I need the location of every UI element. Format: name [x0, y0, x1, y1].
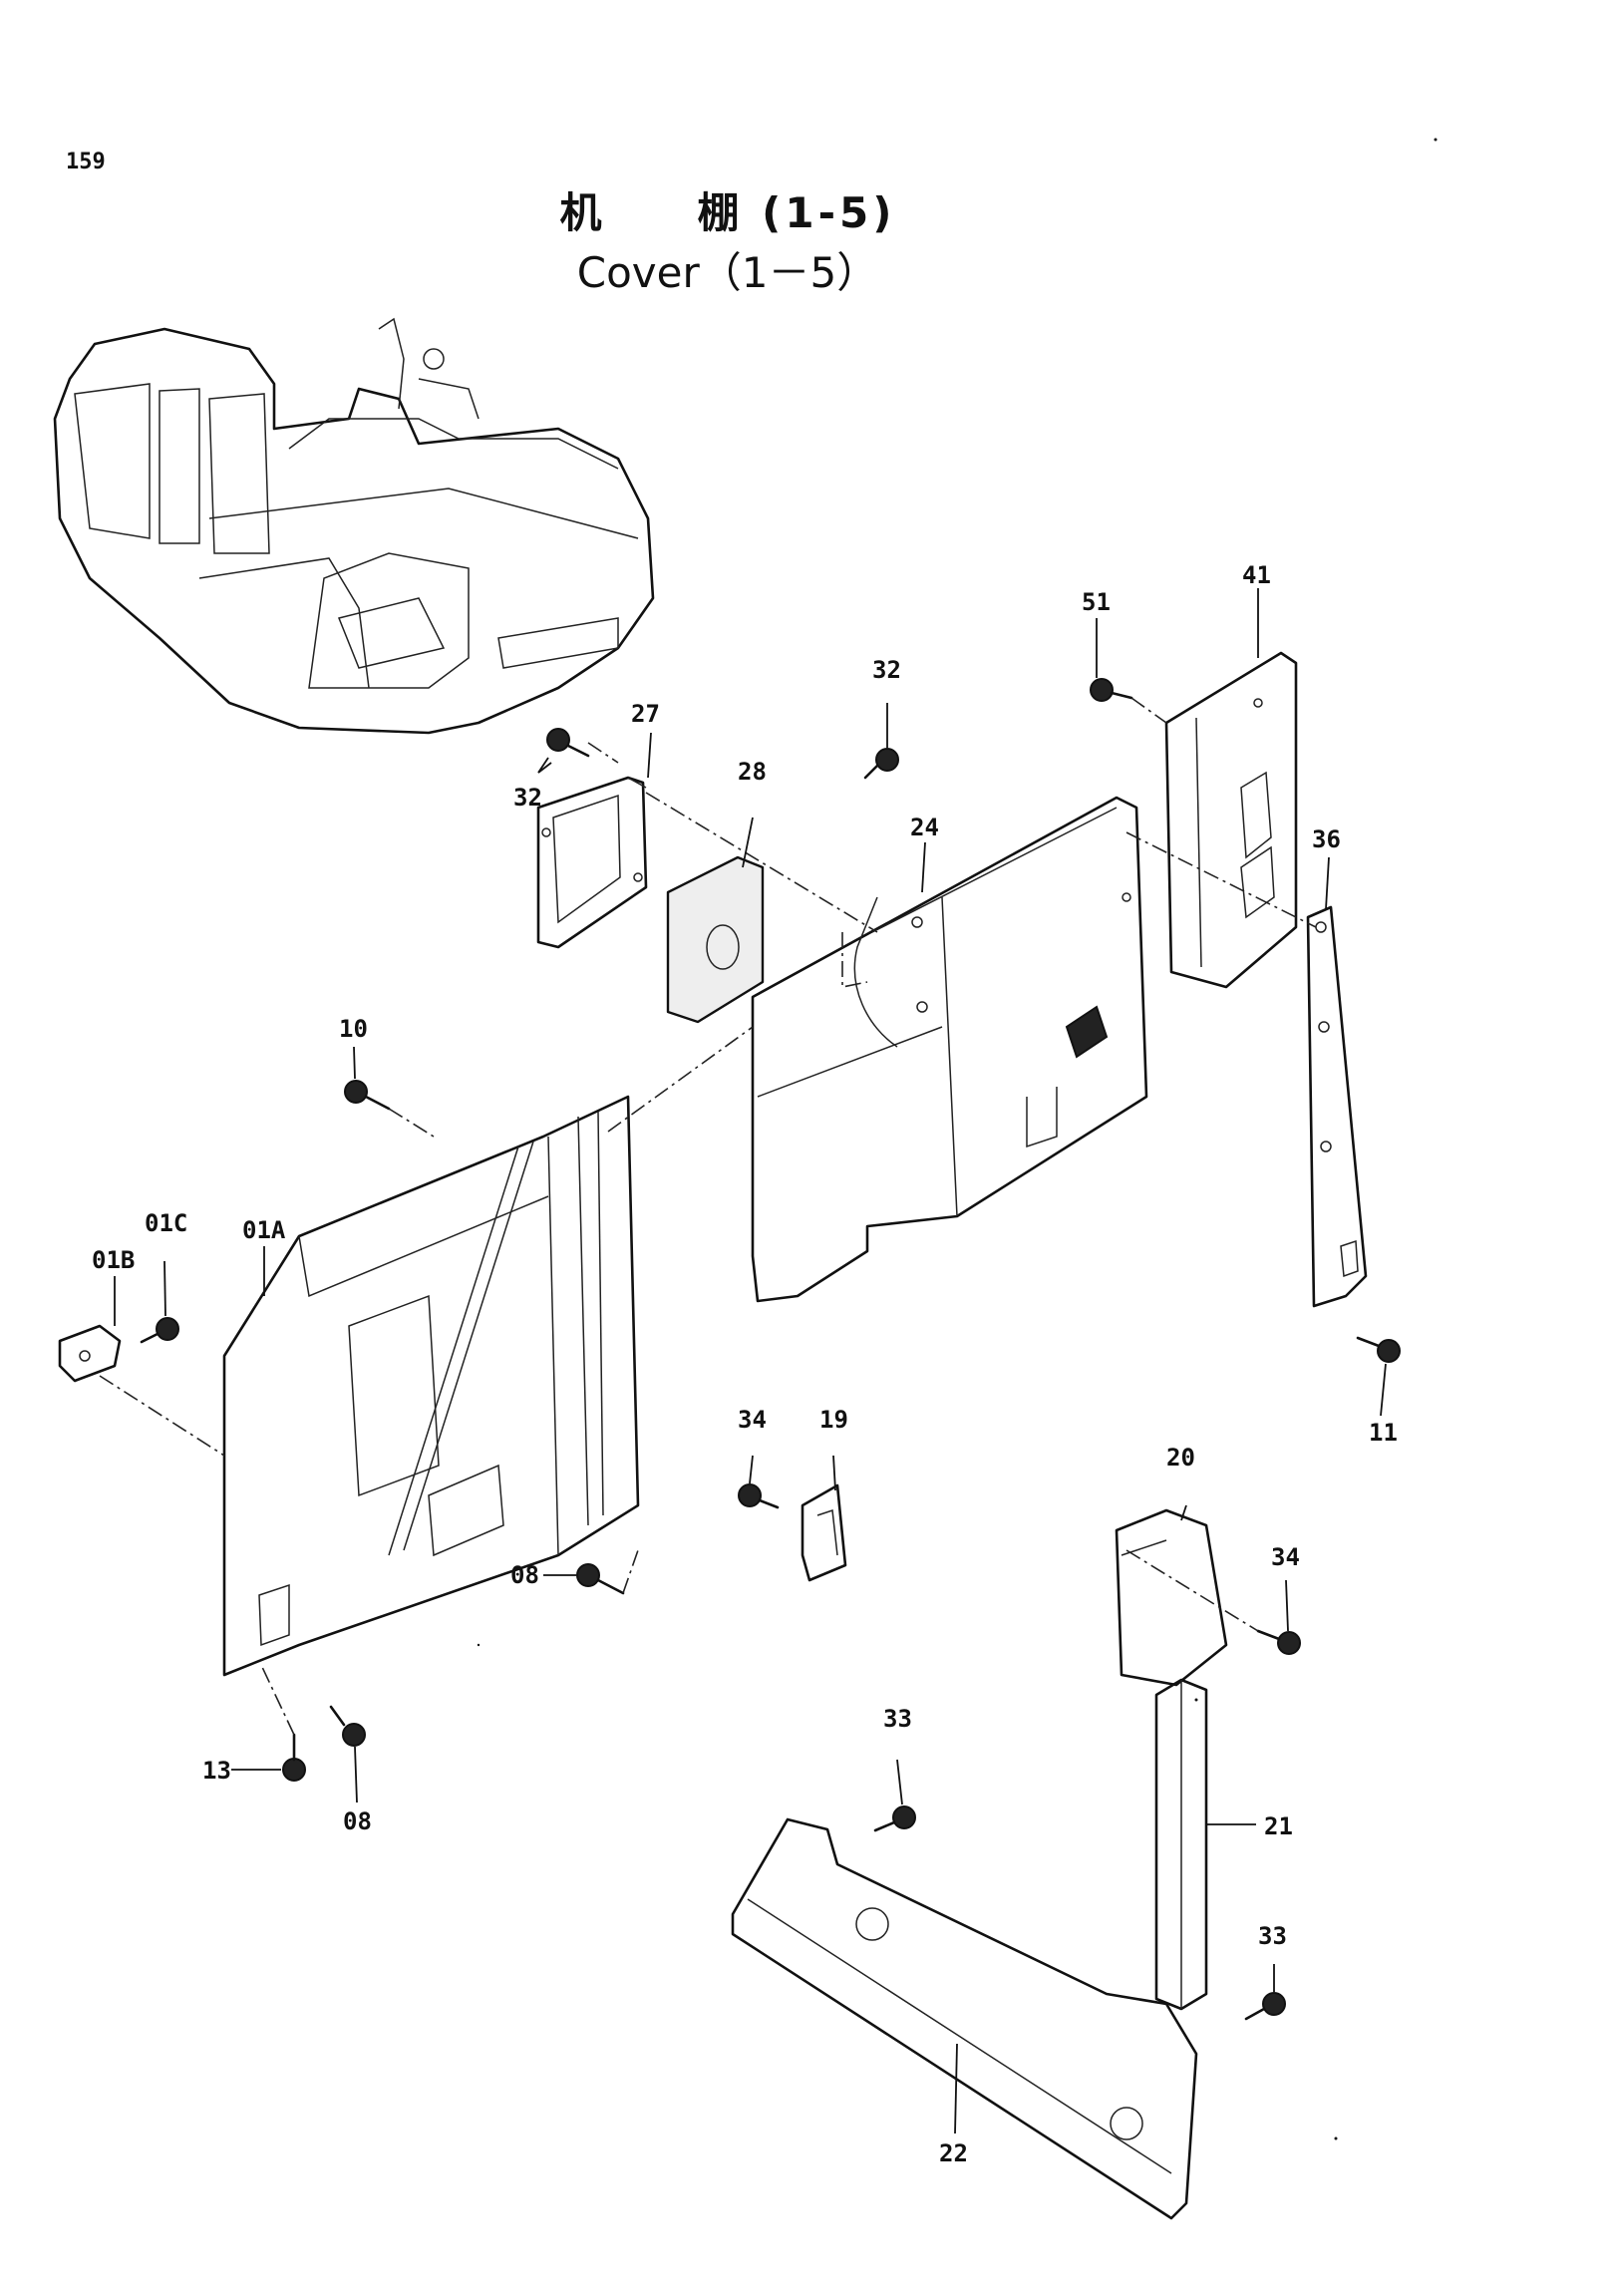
- part-22-base-rail: [731, 1817, 1198, 2220]
- callout-13: 13: [202, 1757, 231, 1785]
- part-01a-frame-assembly: [222, 1095, 640, 1677]
- excavator-overview-illustration: [53, 317, 655, 735]
- part-24-main-panel: [751, 796, 1148, 1303]
- callout-08-upper: 08: [510, 1561, 539, 1589]
- bolt-33-upper: [873, 1805, 916, 1832]
- callout-leader-lines: [114, 588, 1387, 2134]
- bolt-34-center: [738, 1483, 780, 1509]
- diagram-title-chinese: 机 棚 (1-5): [559, 188, 896, 237]
- part-19-bracket: [801, 1483, 847, 1582]
- bolt-08-upper: [576, 1563, 625, 1595]
- part-01b-clip: [58, 1324, 122, 1383]
- bolt-32-upper: [863, 748, 899, 780]
- callout-32-left: 32: [513, 784, 542, 812]
- part-20-plate: [1115, 1508, 1228, 1687]
- bolt-32-left: [546, 728, 590, 758]
- callout-34-right: 34: [1271, 1543, 1300, 1571]
- callout-01b: 01B: [92, 1246, 135, 1274]
- callout-33-upper: 33: [883, 1705, 912, 1733]
- callout-36: 36: [1312, 825, 1341, 853]
- assembly-centerlines: [99, 697, 1317, 1736]
- callout-08-lower: 08: [343, 1807, 372, 1835]
- callout-19: 19: [819, 1406, 848, 1434]
- callout-labels: 41 51 32 27 32 28 24 36 10 01A 01C 01B 1…: [92, 561, 1398, 2167]
- bolt-51: [1090, 678, 1133, 702]
- bolt-33-lower: [1244, 1992, 1286, 2021]
- callout-32-upper: 32: [872, 656, 901, 684]
- bolt-10: [344, 1080, 391, 1111]
- part-28-spacer-block: [666, 855, 765, 1024]
- callout-11: 11: [1369, 1419, 1398, 1447]
- callout-22: 22: [939, 2139, 968, 2167]
- bolt-01c: [140, 1317, 179, 1344]
- bolt-08-lower: [329, 1705, 366, 1747]
- scan-specks: [477, 138, 1438, 2140]
- callout-10: 10: [339, 1015, 368, 1043]
- part-27-window-frame: [536, 776, 648, 949]
- callout-21: 21: [1264, 1812, 1293, 1840]
- bolt-13: [282, 1733, 306, 1782]
- callout-01a: 01A: [242, 1216, 286, 1244]
- part-41-side-panel: [1164, 651, 1298, 989]
- part-36-strip-bracket: [1306, 905, 1368, 1308]
- callout-51: 51: [1082, 588, 1111, 616]
- callout-34-center: 34: [738, 1406, 767, 1434]
- callout-20: 20: [1166, 1444, 1195, 1472]
- callout-33-lower: 33: [1258, 1922, 1287, 1950]
- part-21-vertical-bar: [1154, 1678, 1208, 2011]
- callout-41: 41: [1242, 561, 1271, 589]
- diagram-title-english: Cover（1－5）: [576, 248, 879, 297]
- callout-24: 24: [910, 814, 939, 841]
- page-number: 159: [66, 150, 106, 174]
- callout-27: 27: [631, 700, 660, 728]
- callout-01c: 01C: [145, 1209, 187, 1237]
- bolt-34-right: [1256, 1629, 1301, 1655]
- bolt-11: [1356, 1336, 1401, 1363]
- callout-28: 28: [738, 758, 767, 786]
